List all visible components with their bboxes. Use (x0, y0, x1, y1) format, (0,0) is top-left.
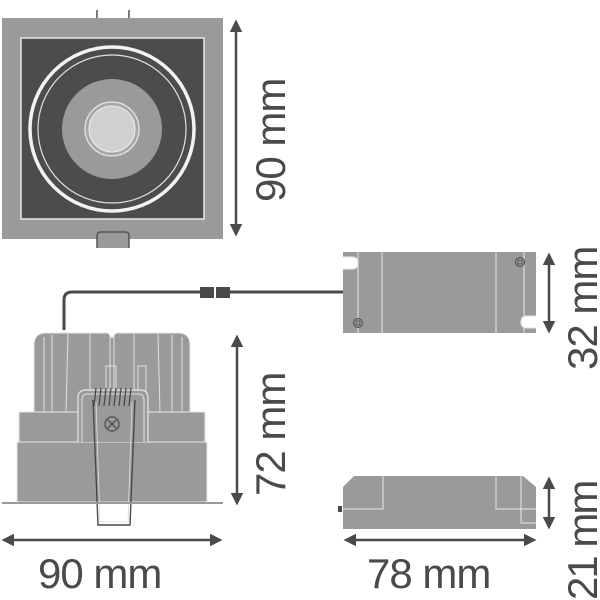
driver-screw-left (353, 318, 363, 328)
driver-width-label: 32 mm (559, 246, 600, 370)
cable-connector-b (216, 287, 230, 298)
luminaire-front-view (2, 10, 243, 248)
connection-cable (62, 287, 343, 330)
bottom-clip (96, 231, 130, 248)
luminaire-width-label: 90 mm (38, 550, 162, 597)
led-core (88, 105, 136, 153)
spring-clip (92, 399, 136, 526)
luminaire-depth-label: 72 mm (247, 372, 294, 496)
driver-screw-right (515, 257, 525, 267)
driver-cable-stub (338, 506, 342, 512)
driver-side-body (343, 476, 536, 529)
driver-top-body (343, 252, 536, 333)
reflector-inner-ring (37, 54, 187, 204)
driver-height-label: 21 mm (559, 481, 600, 600)
luminaire-side-view (1, 332, 244, 547)
cable-connector-a (200, 287, 214, 298)
mount-ring-lower (16, 441, 208, 503)
spring-coil (93, 387, 132, 407)
driver-top-view (343, 252, 556, 334)
driver-mount-slot-right (520, 315, 536, 329)
heatsink (33, 332, 191, 413)
clip-bracket (77, 389, 149, 442)
luminaire-height-label: 90 mm (247, 78, 294, 202)
driver-length-label: 78 mm (367, 550, 491, 597)
reflector-outer-ring (28, 45, 196, 213)
driver-mount-slot-left (343, 256, 359, 270)
driver-side-view (338, 476, 556, 547)
